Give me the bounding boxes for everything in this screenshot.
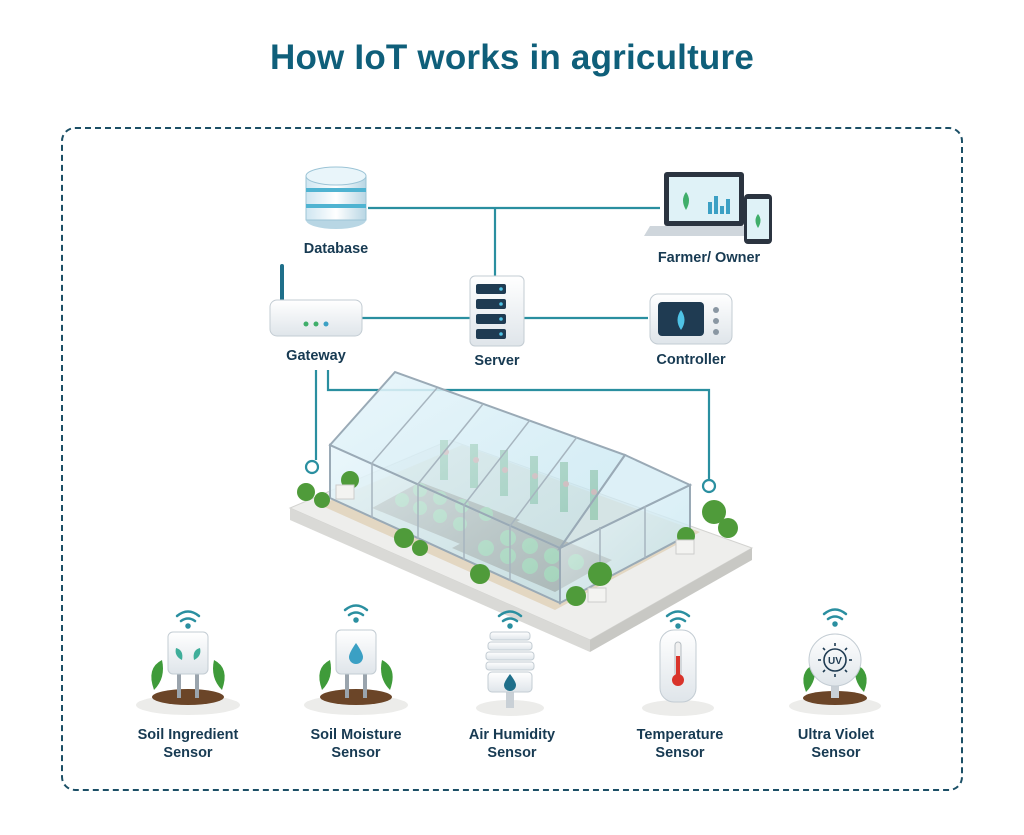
- controller-label: Controller: [656, 352, 726, 368]
- diagram-frame: [61, 127, 963, 791]
- sensor-temperature: [642, 610, 714, 716]
- wifi-icon: [822, 608, 848, 627]
- wifi-icon: [175, 610, 201, 629]
- sensor-label-line1: Temperature: [636, 727, 724, 743]
- connector-lines: [314, 206, 711, 480]
- connector-node-left: [304, 459, 320, 475]
- page-title: How IoT works in agriculture: [270, 38, 754, 77]
- sensor-soil-ingredient: [136, 610, 240, 715]
- sensor-label-line2: Sensor: [163, 745, 213, 761]
- router-icon: [269, 264, 363, 337]
- laptop-phone-icon: [644, 172, 772, 244]
- connector-node-right: [701, 478, 717, 494]
- sensor-soil-moisture: [304, 604, 408, 715]
- sensor-label-line2: Sensor: [655, 745, 705, 761]
- sensor-label-line1: Air Humidity: [468, 727, 556, 743]
- controller-device-icon: [649, 293, 733, 345]
- server-label: Server: [474, 353, 520, 369]
- sensor-label-line1: Ultra Violet: [797, 727, 875, 743]
- sensor-label-temperature: Temperature Sensor: [612, 726, 748, 762]
- sensor-label-line2: Sensor: [811, 745, 861, 761]
- wifi-icon: [665, 610, 691, 629]
- line-gateway-right: [326, 370, 711, 480]
- sensor-label-soil-moisture: Soil Moisture Sensor: [288, 726, 424, 762]
- sensor-label-line2: Sensor: [487, 745, 537, 761]
- wifi-icon: [497, 610, 523, 629]
- sensor-label-line2: Sensor: [331, 745, 381, 761]
- database-label: Database: [303, 241, 369, 257]
- uv-badge-text: UV: [828, 656, 842, 667]
- sensor-label-line1: Soil Ingredient: [137, 727, 239, 743]
- sensor-label-soil-ingredient: Soil Ingredient Sensor: [118, 726, 258, 762]
- sensor-label-line1: Soil Moisture: [310, 727, 402, 743]
- greenhouse-icon: [288, 370, 754, 652]
- gateway-label: Gateway: [286, 348, 346, 364]
- sensor-ultra-violet: UV: [789, 608, 881, 715]
- sensor-air-humidity: [476, 610, 544, 716]
- server-icon: [469, 275, 525, 347]
- farmer-owner-label: Farmer/ Owner: [657, 250, 761, 266]
- sensor-label-air-humidity: Air Humidity Sensor: [444, 726, 580, 762]
- database-icon: [305, 166, 367, 229]
- sensor-label-ultra-violet: Ultra Violet Sensor: [768, 726, 904, 762]
- wifi-icon: [343, 604, 369, 623]
